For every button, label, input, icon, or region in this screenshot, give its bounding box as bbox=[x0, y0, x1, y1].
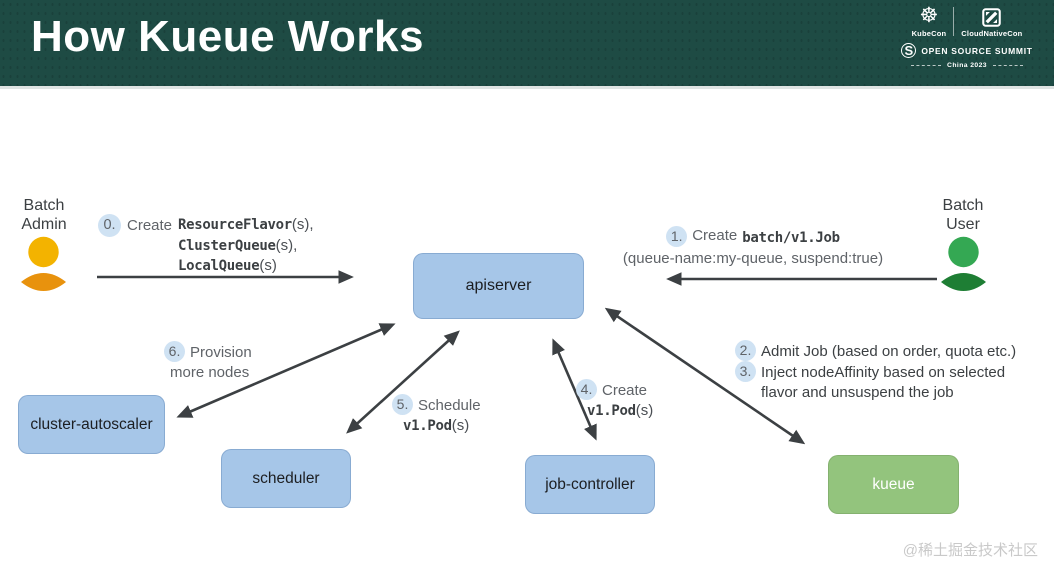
step-0-verb: Create bbox=[127, 217, 173, 234]
event-logos: ☸ KubeCon CloudNativeCon S OPEN SOURCE S… bbox=[898, 5, 1036, 69]
step-1-verb: Create bbox=[692, 227, 738, 244]
step-5-line2: v1.Pod(s) bbox=[403, 416, 481, 436]
step-2-line: 2. Admit Job (based on order, quota etc.… bbox=[735, 340, 1016, 361]
batch-admin-label: Batch Admin bbox=[10, 196, 78, 234]
step-5-suffix: (s) bbox=[451, 417, 470, 434]
step-0-suffix-1: (s), bbox=[291, 216, 314, 233]
step-1-line1: 1. Create batch/v1.Job bbox=[612, 226, 894, 248]
kubecon-wheel-icon: ☸ bbox=[919, 4, 939, 27]
step-4-line2: v1.Pod(s) bbox=[587, 401, 653, 421]
batch-user-person-icon bbox=[941, 236, 986, 291]
step-5-number-badge: 5. bbox=[392, 394, 413, 415]
step-1-detail: (queue-name:my-queue, suspend:true) bbox=[622, 250, 884, 267]
step-4-suffix: (s) bbox=[635, 402, 654, 419]
conference-logos-row: ☸ KubeCon CloudNativeCon bbox=[898, 4, 1036, 39]
batch-user-label-line1: Batch bbox=[942, 197, 984, 214]
step-0-code-2: ClusterQueue bbox=[178, 237, 276, 254]
node-scheduler: scheduler bbox=[221, 449, 351, 508]
step-0-resource-line: LocalQueue(s) bbox=[178, 256, 313, 277]
slide-title: How Kueue Works bbox=[31, 12, 424, 61]
step-1-annotation: 1. Create batch/v1.Job (queue-name:my-qu… bbox=[612, 226, 894, 268]
edition-dash-right bbox=[992, 65, 1023, 66]
kubecon-logo: ☸ KubeCon bbox=[911, 4, 947, 39]
summit-label: OPEN SOURCE SUMMIT bbox=[921, 45, 1033, 56]
step-3-text-continued: flavor and unsuspend the job bbox=[761, 384, 954, 401]
step-2-number-badge: 2. bbox=[735, 340, 756, 361]
batch-admin-label-line2: Admin bbox=[21, 216, 67, 233]
step-6-text-continued: more nodes bbox=[170, 364, 250, 381]
batch-user-label: Batch User bbox=[929, 196, 997, 234]
watermark: @稀土掘金技术社区 bbox=[902, 542, 1038, 559]
step-5-verb: Schedule bbox=[418, 397, 481, 414]
step-0-number-badge: 0. bbox=[98, 214, 121, 237]
event-edition: China 2023 bbox=[898, 62, 1036, 69]
node-apiserver-label: apiserver bbox=[465, 277, 532, 294]
steps-2-3-annotation: 2. Admit Job (based on order, quota etc.… bbox=[735, 340, 1016, 402]
batch-admin-person-icon bbox=[21, 236, 66, 291]
edition-dash-left bbox=[911, 65, 942, 66]
step-0-code-1: ResourceFlavor bbox=[178, 217, 292, 233]
cloudnativecon-label: CloudNativeCon bbox=[961, 29, 1023, 38]
step-5-code: v1.Pod bbox=[403, 418, 452, 434]
step-6-text: Provision bbox=[190, 344, 252, 361]
node-kueue-label: kueue bbox=[872, 475, 915, 493]
node-cluster-autoscaler: cluster-autoscaler bbox=[18, 395, 165, 454]
node-cluster-autoscaler-label: cluster-autoscaler bbox=[30, 415, 153, 433]
step-0-annotation: 0. Create ResourceFlavor(s), ClusterQueu… bbox=[98, 214, 314, 277]
step-4-line1: 4. Create bbox=[576, 379, 653, 400]
step-1-code: batch/v1.Job bbox=[742, 230, 840, 246]
step-4-code: v1.Pod bbox=[587, 403, 636, 419]
batch-user-label-line2: User bbox=[946, 216, 980, 233]
step-6-annotation: 6. Provision more nodes bbox=[164, 341, 252, 382]
step-0-resource-line: ClusterQueue(s), bbox=[178, 236, 313, 257]
open-source-summit-logo: S OPEN SOURCE SUMMIT bbox=[898, 43, 1036, 58]
step-0-resources: ResourceFlavor(s), ClusterQueue(s), Loca… bbox=[178, 214, 313, 277]
slide-header: How Kueue Works ☸ KubeCon CloudNativeCon bbox=[0, 0, 1054, 86]
step-6-number-badge: 6. bbox=[164, 341, 185, 362]
node-kueue: kueue bbox=[828, 455, 959, 514]
step-0-code-3: LocalQueue bbox=[178, 258, 260, 274]
step-2-text: Admit Job (based on order, quota etc.) bbox=[761, 343, 1017, 360]
kubecon-label: KubeCon bbox=[911, 29, 947, 38]
node-job-controller-label: job-controller bbox=[545, 475, 635, 493]
step-4-annotation: 4. Create v1.Pod(s) bbox=[576, 379, 653, 421]
node-scheduler-label: scheduler bbox=[252, 469, 320, 487]
cloudnativecon-icon bbox=[982, 8, 1002, 27]
step-6-line1: 6. Provision bbox=[164, 341, 252, 362]
step-1-number-badge: 1. bbox=[666, 226, 688, 247]
step-3-number-badge: 3. bbox=[735, 361, 756, 382]
step-3-text: Inject nodeAffinity based on selected bbox=[761, 364, 1006, 381]
cloudnativecon-logo: CloudNativeCon bbox=[961, 5, 1022, 38]
step-0-suffix-2: (s), bbox=[275, 236, 298, 254]
batch-admin-label-line1: Batch bbox=[23, 197, 65, 214]
step-3-line: 3. Inject nodeAffinity based on selected bbox=[735, 361, 1016, 382]
logo-divider bbox=[953, 7, 955, 36]
summit-s-icon: S bbox=[901, 43, 917, 58]
step-5-line1: 5. Schedule bbox=[392, 394, 481, 415]
node-apiserver: apiserver bbox=[413, 253, 584, 319]
step-4-number-badge: 4. bbox=[576, 379, 597, 400]
step-4-verb: Create bbox=[602, 382, 648, 399]
step-5-annotation: 5. Schedule v1.Pod(s) bbox=[392, 394, 481, 436]
step-0-suffix-3: (s) bbox=[259, 257, 277, 274]
node-job-controller: job-controller bbox=[525, 455, 655, 514]
step-0-resource-line: ResourceFlavor(s), bbox=[178, 215, 313, 236]
edition-label: China 2023 bbox=[947, 62, 987, 69]
